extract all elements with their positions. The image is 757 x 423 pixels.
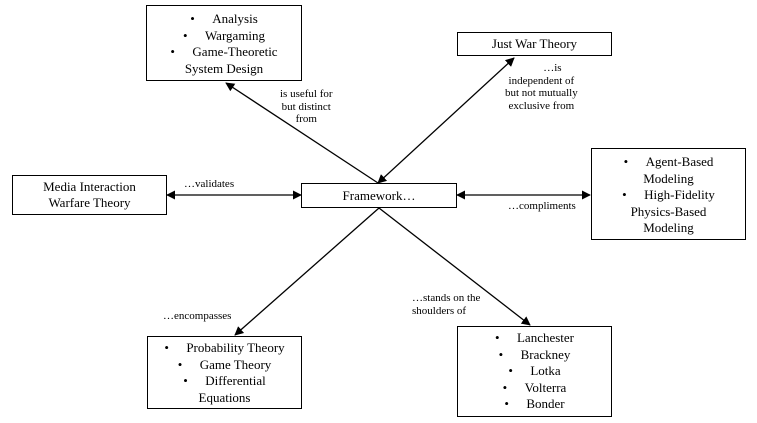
list-item: Game-Theoretic System Design [147,44,301,77]
list-item: Differential Equations [148,373,301,406]
just-war-theory-box: Just War Theory [457,32,612,56]
edge-label-top-left: is useful for but distinct from [280,88,333,125]
arrow-to-probability-box [234,207,380,336]
list-item: Game Theory [148,357,301,374]
agent-based-box: Agent-Based Modeling High-Fidelity Physi… [591,148,746,240]
arrow-to-top-left-box [225,82,379,184]
list-item: Analysis [147,11,301,28]
list-item: Agent-Based Modeling [592,154,745,187]
modeling-list: Agent-Based Modeling High-Fidelity Physi… [592,154,745,237]
arrow-to-lanchester-box [378,207,531,326]
analysis-list: Analysis Wargaming Game-Theoretic System… [147,11,301,77]
list-item: High-Fidelity Physics-Based Modeling [592,187,745,237]
edge-label-top-right: …is independent of but not mutually excl… [505,62,578,112]
author-list: Lanchester Brackney Lotka Volterra Bonde… [458,330,611,413]
list-item: Wargaming [147,28,301,45]
list-item: Lotka [458,363,611,380]
list-item: Bonder [458,396,611,413]
edge-label-bottom-right: …stands on the shoulders of [412,292,481,317]
edge-label-left: …validates [184,178,235,190]
edge-label-right: …compliments [508,200,576,212]
lanchester-box: Lanchester Brackney Lotka Volterra Bonde… [457,326,612,417]
just-war-theory-label: Just War Theory [491,36,578,51]
framework-label: Framework… [342,187,416,203]
list-item: Probability Theory [148,340,301,357]
arrow-to-just-war-theory [377,57,515,184]
list-item: Volterra [458,380,611,397]
theory-list: Probability Theory Game Theory Different… [148,340,301,406]
analysis-box: Analysis Wargaming Game-Theoretic System… [146,5,302,81]
probability-theory-box: Probability Theory Game Theory Different… [147,336,302,409]
framework-node: Framework… [301,183,457,208]
list-item: Brackney [458,347,611,364]
edge-label-bottom-left: …encompasses [163,310,232,322]
list-item: Lanchester [458,330,611,347]
media-interaction-box: Media Interaction Warfare Theory [12,175,167,215]
media-interaction-label: Media Interaction Warfare Theory [43,179,136,210]
